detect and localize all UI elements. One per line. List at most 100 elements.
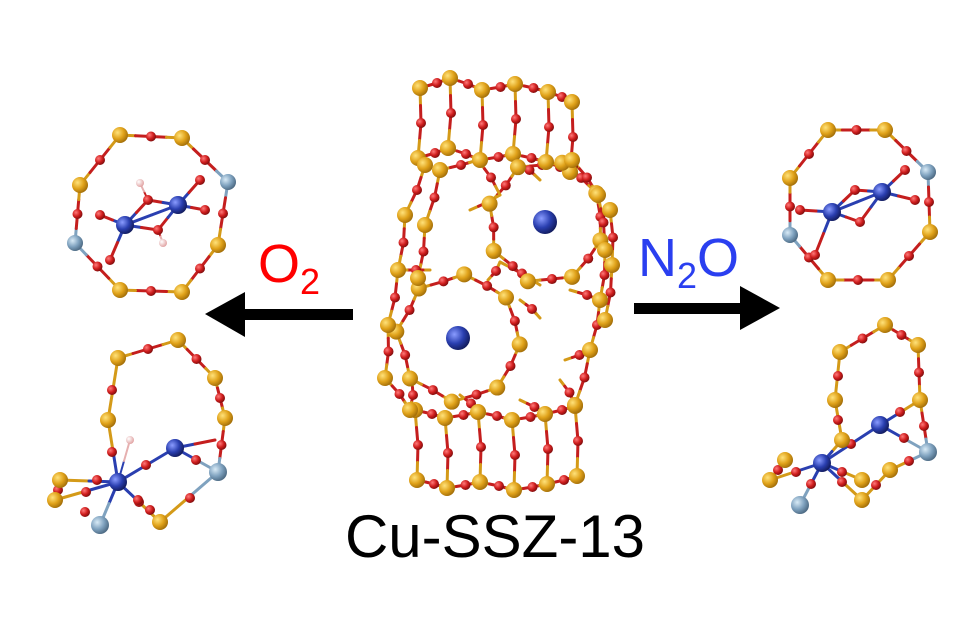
si-atom — [402, 402, 418, 418]
si-atom — [820, 272, 836, 288]
o-atom — [95, 155, 105, 165]
o-atom — [583, 253, 594, 264]
si-atom — [174, 284, 190, 300]
o-atom — [443, 448, 453, 458]
si-atom — [472, 152, 488, 168]
si-atom — [152, 514, 168, 530]
si-atom — [539, 476, 555, 492]
o-atom — [804, 149, 814, 159]
si-atom — [877, 122, 893, 138]
o-atom — [579, 372, 590, 383]
o-atom — [476, 442, 486, 452]
si-atom — [564, 94, 580, 110]
o-atom — [837, 467, 847, 477]
o2-label: O2 — [258, 234, 320, 302]
o-atom — [904, 456, 914, 466]
o-atom — [599, 270, 610, 280]
si-atom — [72, 177, 88, 193]
cluster-top-right — [782, 122, 938, 288]
si-atom — [470, 404, 486, 420]
si-atom — [854, 472, 870, 488]
o-atom — [833, 371, 843, 381]
o-atom — [810, 250, 820, 260]
o-atom — [105, 255, 115, 265]
o-atom — [413, 440, 423, 450]
o-atom — [605, 287, 616, 298]
o-atom — [458, 410, 469, 420]
o-atom — [546, 274, 557, 285]
o-atom — [146, 131, 156, 142]
si-atom — [507, 76, 523, 92]
o-atom — [408, 390, 418, 400]
o-atom — [195, 175, 205, 185]
o-atom — [896, 330, 907, 340]
si-atom — [417, 217, 433, 233]
cu-atom — [871, 416, 889, 434]
si-atom — [489, 379, 506, 396]
si-atom — [582, 342, 598, 358]
o-atom — [895, 407, 905, 417]
o-atom — [429, 479, 439, 489]
si-atom — [397, 207, 413, 223]
si-atom — [922, 224, 938, 240]
o-atom — [216, 440, 227, 450]
center-label: Cu-SSZ-13 — [345, 503, 645, 570]
si-atom — [110, 350, 126, 366]
o-atom — [145, 505, 155, 515]
al-atom — [91, 516, 109, 534]
si-atom — [538, 154, 554, 170]
o-atom — [493, 152, 504, 162]
o-atom — [526, 153, 537, 163]
o-atom — [191, 354, 202, 364]
o-atom — [482, 280, 493, 291]
o-atom — [509, 315, 520, 326]
o-atom — [486, 172, 496, 183]
o2-main: O — [258, 234, 300, 294]
o-atom — [218, 208, 228, 219]
si-atom — [217, 410, 233, 426]
cu-atom — [446, 326, 470, 350]
o-atom — [557, 405, 567, 415]
si-atom — [782, 170, 798, 186]
al-atom — [920, 164, 936, 180]
o-atom — [850, 185, 860, 195]
si-atom — [174, 130, 190, 146]
al-atom — [919, 443, 937, 461]
si-atom — [207, 370, 223, 386]
o-atom — [857, 333, 868, 344]
o-atom — [141, 460, 151, 470]
si-atom — [511, 336, 528, 353]
o-atom — [910, 195, 920, 205]
o-atom — [143, 344, 153, 354]
o-atom — [463, 79, 473, 89]
si-atom — [569, 468, 585, 484]
o-atom — [507, 261, 518, 272]
si-atom — [210, 237, 226, 253]
o-atom — [500, 180, 511, 191]
o-atom — [914, 367, 924, 378]
h-atom — [159, 239, 167, 247]
zeolite-framework — [377, 70, 620, 498]
o-atom — [80, 507, 90, 517]
si-atom — [597, 242, 613, 258]
o-atom — [471, 389, 482, 400]
n2o-label: N2O — [638, 228, 739, 296]
cluster-bottom-left — [47, 332, 233, 534]
si-atom — [540, 84, 556, 100]
o-atom — [791, 467, 801, 477]
o-atom — [505, 360, 516, 371]
o-atom — [390, 292, 400, 303]
n2o-subscript: 2 — [677, 255, 697, 296]
o-atom — [494, 481, 504, 491]
o-atom — [81, 487, 91, 497]
si-atom — [409, 472, 425, 488]
o-atom — [427, 385, 438, 396]
si-atom — [564, 152, 580, 168]
si-atom — [537, 406, 553, 422]
o-atom — [924, 197, 934, 207]
si-atom — [443, 393, 460, 410]
o-atom — [899, 433, 909, 443]
cu-atom — [823, 203, 841, 221]
o-atom — [851, 125, 862, 135]
si-atom — [377, 370, 393, 386]
